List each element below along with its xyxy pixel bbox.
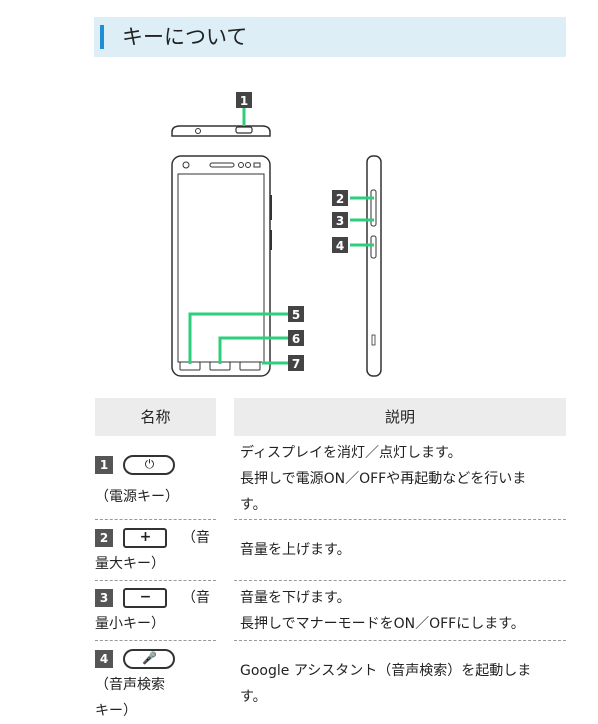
- power-key-icon: ⏻: [123, 455, 176, 475]
- callout-4-label: 4: [336, 239, 344, 253]
- table-row-3-description: 音量を下げます。 長押しでマナーモードをON／OFFにします。: [240, 585, 566, 637]
- phone-side-view: [366, 155, 382, 377]
- callout-2-label: 2: [336, 192, 344, 206]
- section-header: キーについて: [94, 17, 566, 57]
- row-3-desc-line-1: 音量を下げます。: [240, 590, 351, 606]
- row-3-key-name-part-1: （音: [181, 590, 210, 606]
- voice-search-key-icon: 🎤: [123, 649, 176, 669]
- volume-down-key-icon: −: [123, 588, 168, 608]
- row-divider: [234, 580, 566, 581]
- phone-front-view: [171, 155, 272, 377]
- section-title: キーについて: [122, 25, 248, 49]
- callout-4: [332, 237, 348, 253]
- table-row-2-description: 音量を上げます。: [240, 537, 566, 563]
- table-row-1-description: ディスプレイを消灯／点灯します。 長押しで電源ON／OFFや再起動などを行いま …: [240, 440, 566, 518]
- row-2-number-badge: 2: [95, 529, 113, 547]
- callout-badges: 1 2 3 4 5 6 7: [236, 92, 348, 371]
- row-4-number-badge: 4: [95, 650, 113, 668]
- row-divider: [234, 519, 566, 520]
- callout-5: [288, 306, 304, 322]
- column-header-name: 名称: [95, 398, 216, 436]
- row-1-desc-line-2: 長押しで電源ON／OFFや再起動などを行いま: [240, 471, 527, 487]
- callout-1: [236, 92, 252, 108]
- row-4-key-name-part-2: キー）: [95, 703, 137, 719]
- row-divider: [95, 640, 216, 641]
- row-4-desc-line-1: Google アシスタント（音声検索）を起動しま: [240, 663, 532, 679]
- callout-3: [332, 212, 348, 228]
- row-3-key-name-part-2: 量小キー）: [95, 616, 165, 632]
- column-header-description: 説明: [234, 398, 566, 436]
- row-divider: [95, 580, 216, 581]
- callout-7: [288, 355, 304, 371]
- header-accent-bar: [100, 25, 104, 49]
- row-3-number-badge: 3: [95, 589, 113, 607]
- row-3-desc-line-2: 長押しでマナーモードをON／OFFにします。: [240, 616, 525, 632]
- callout-lines: [188, 108, 374, 365]
- table-row-4-name: 4 🎤 （音声検索 キー）: [95, 646, 216, 724]
- row-divider: [234, 640, 566, 641]
- row-4-desc-line-2: す。: [240, 689, 267, 705]
- row-2-desc-line-1: 音量を上げます。: [240, 542, 351, 558]
- callout-1-label: 1: [240, 94, 248, 108]
- volume-up-key-icon: +: [123, 528, 168, 548]
- callout-7-label: 7: [292, 357, 300, 371]
- row-1-number-badge: 1: [95, 456, 113, 474]
- callout-6-label: 6: [292, 332, 300, 346]
- phone-top-view: [171, 125, 271, 137]
- table-row-3-name: 3 − （音 量小キー）: [95, 585, 216, 637]
- table-row-4-description: Google アシスタント（音声検索）を起動しま す。: [240, 658, 566, 710]
- row-1-key-name: （電源キー）: [95, 489, 179, 505]
- row-1-desc-line-3: す。: [240, 497, 267, 513]
- callout-2: [332, 190, 348, 206]
- row-2-key-name-part-1: （音: [181, 530, 210, 546]
- row-divider: [95, 519, 216, 520]
- table-row-2-name: 2 + （音 量大キー）: [95, 525, 216, 577]
- row-2-key-name-part-2: 量大キー）: [95, 556, 165, 572]
- row-1-desc-line-1: ディスプレイを消灯／点灯します。: [240, 445, 462, 461]
- callout-5-label: 5: [292, 308, 300, 322]
- callout-6: [288, 330, 304, 346]
- row-4-key-name-part-1: （音声検索: [95, 677, 165, 693]
- phone-key-diagram: 1 2 3 4 5 6 7: [171, 92, 382, 377]
- table-row-1-name: 1 ⏻ （電源キー）: [95, 452, 216, 510]
- callout-3-label: 3: [336, 214, 344, 228]
